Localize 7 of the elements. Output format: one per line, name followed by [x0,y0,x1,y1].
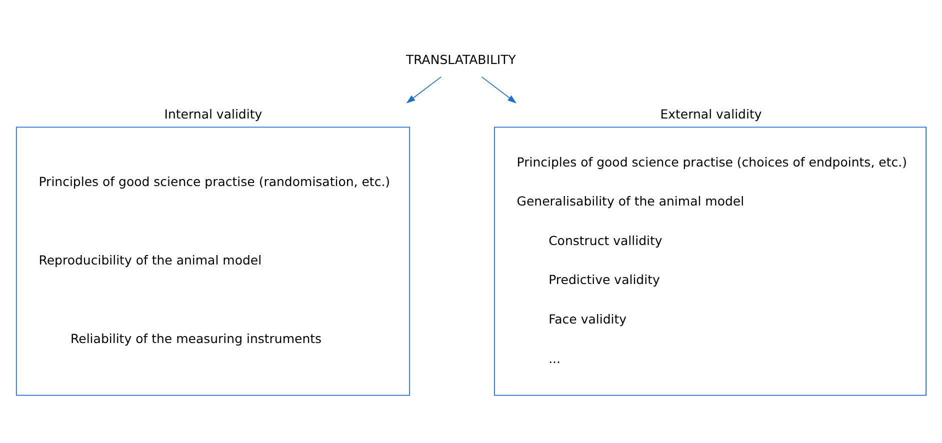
node-text: TRANSLATABILITY [406,52,516,67]
node-label: External validity [660,106,762,122]
arrow [406,76,442,104]
arrow [481,76,517,104]
node-box: Principles of good science practise (randomisation, etc.) Reproducibility of the animal model Reliability of the measuring instruments [16,126,410,396]
node-box: Principles of good science practise (choices of endpoints, etc.) Generalisability of the animal model Construct vallidity Predictive validity Face validity ... [494,126,926,396]
node-label: Internal validity [164,106,262,122]
